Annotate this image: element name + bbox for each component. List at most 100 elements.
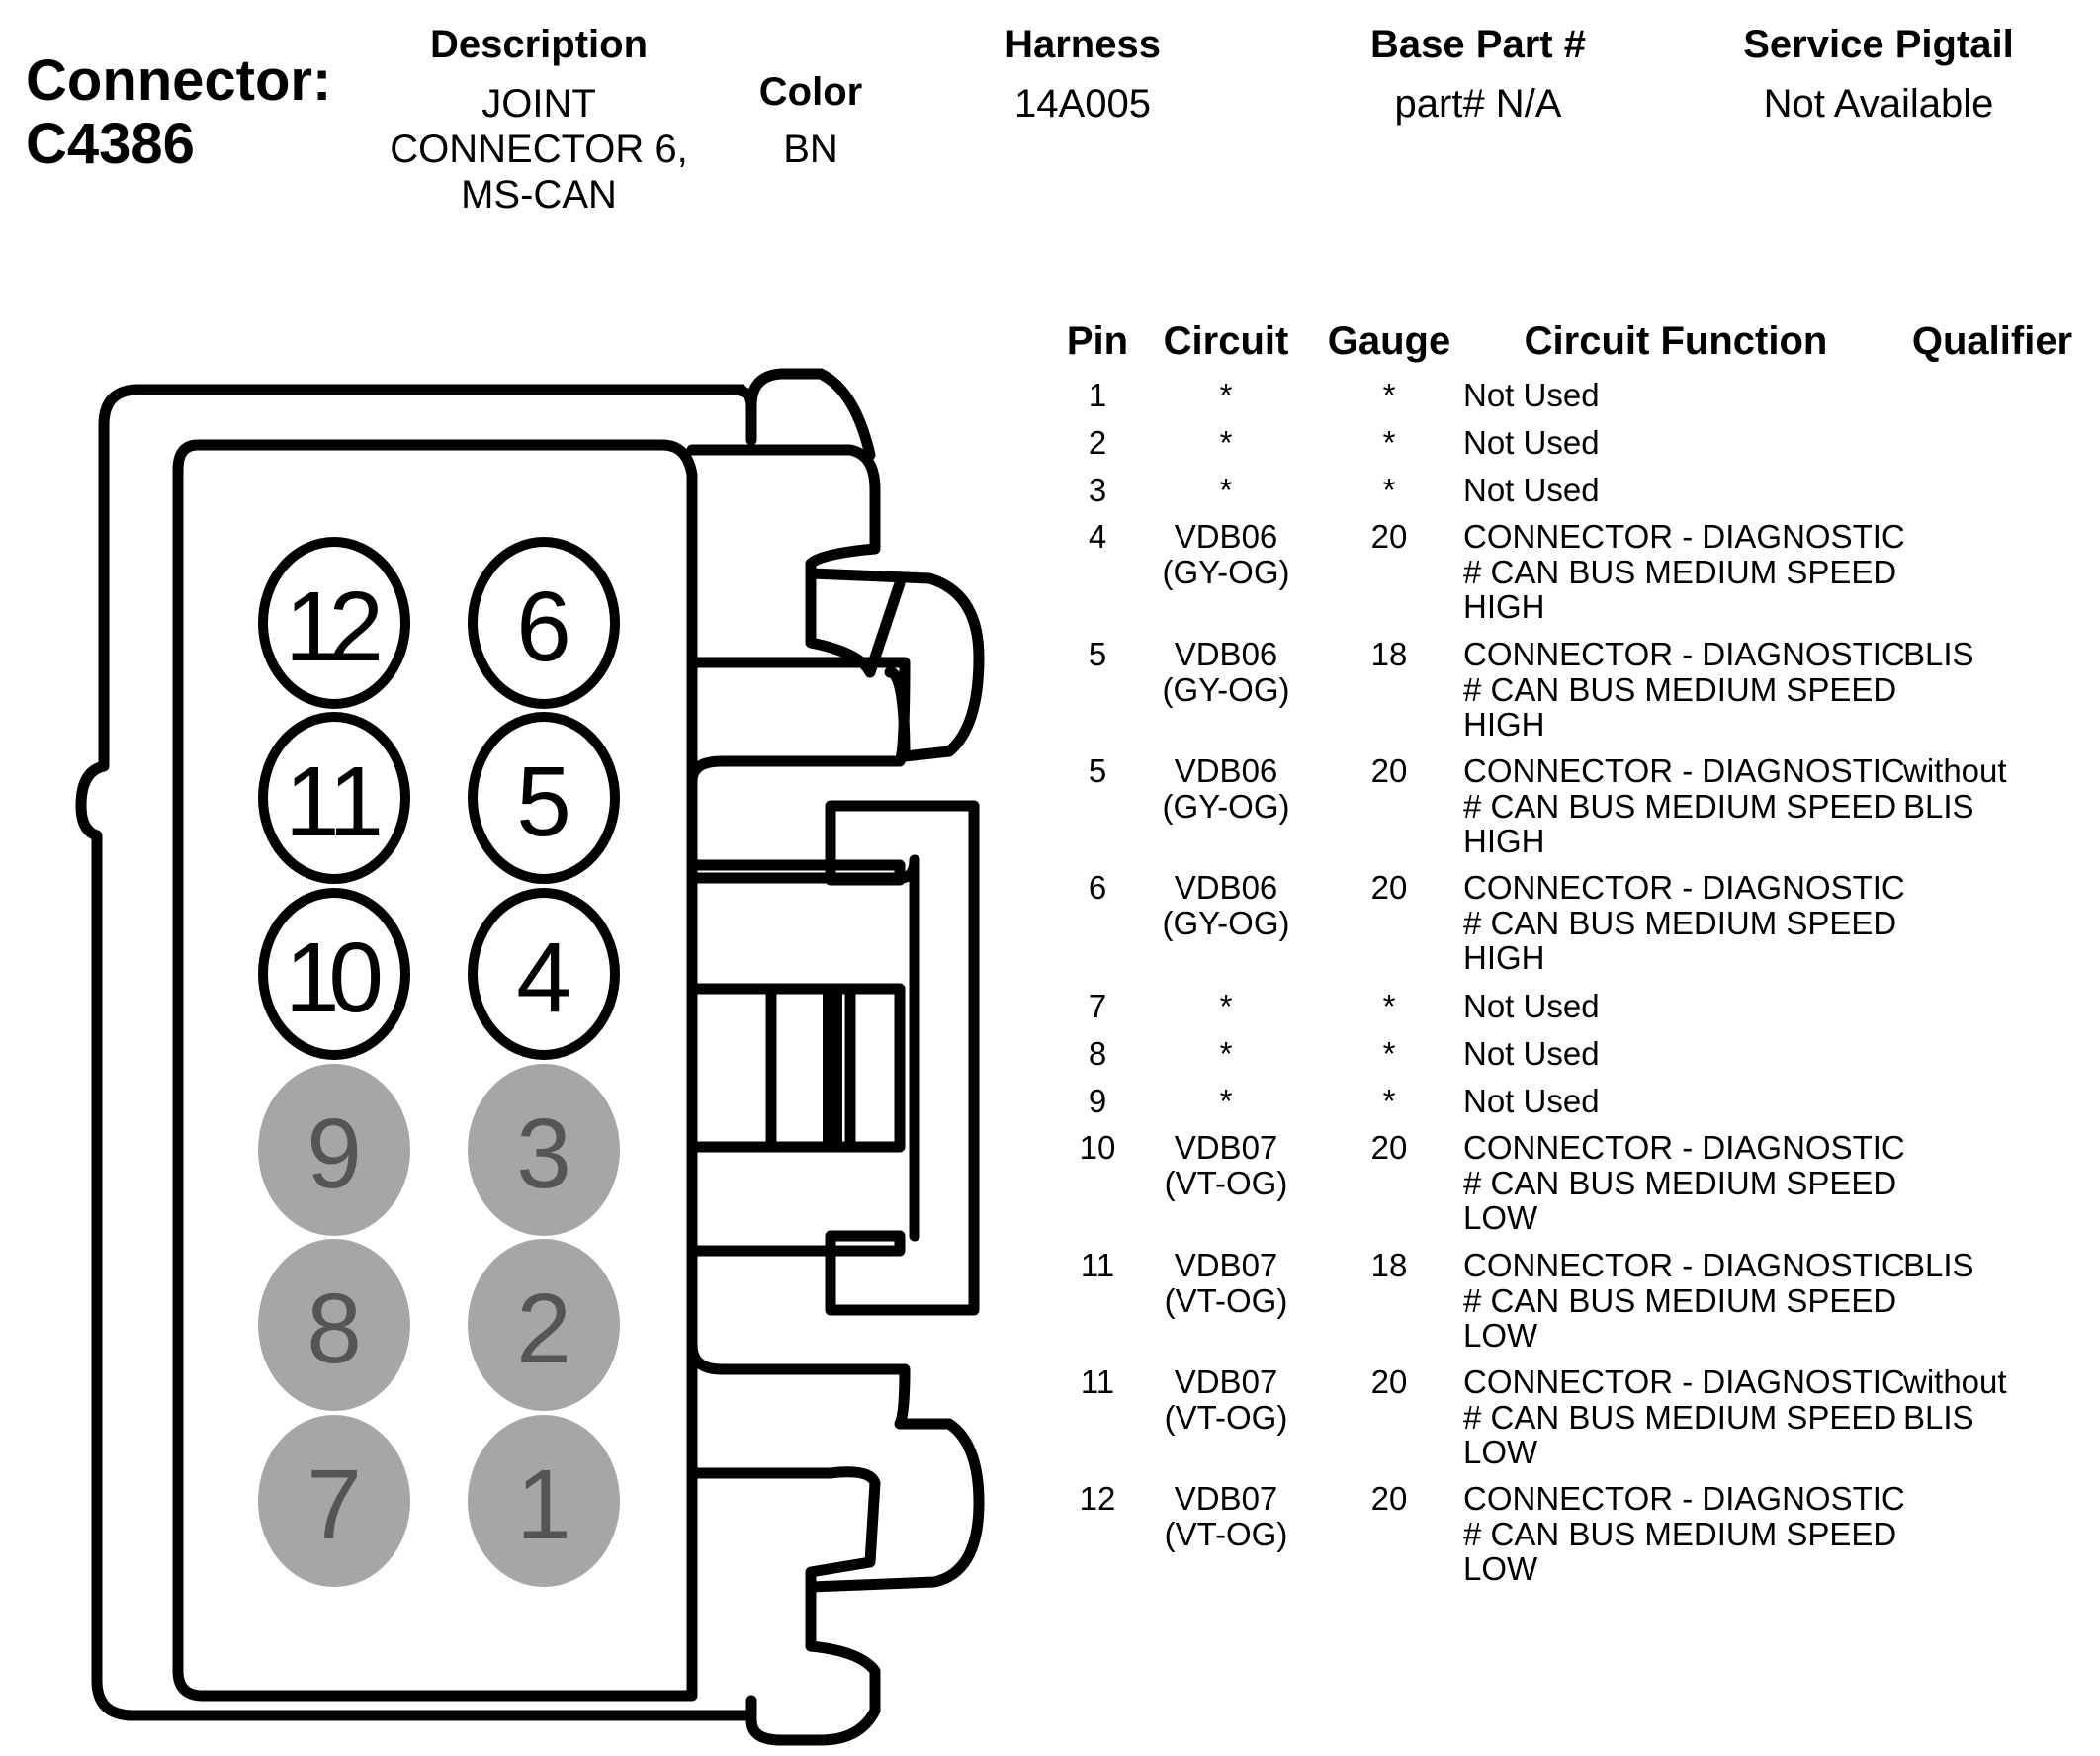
description-line: JOINT (481, 82, 596, 126)
function-cell-line: # CAN BUS MEDIUM SPEED (1463, 1398, 1897, 1436)
pin-cavity-12: 12 (258, 537, 410, 709)
circuit-cell: VDB06(GY-OG) (1147, 637, 1305, 707)
circuit-cell: VDB06(GY-OG) (1147, 519, 1305, 589)
function-cell-line: # CAN BUS MEDIUM SPEED (1463, 1515, 1897, 1552)
circuit-cell-line: (VT-OG) (1164, 1515, 1288, 1552)
circuit-cell-line: VDB07 (1174, 1480, 1278, 1517)
circuit-cell: * (1147, 425, 1305, 461)
pin-cavity-4: 4 (468, 888, 620, 1060)
circuit-cell: VDB07(VT-OG) (1147, 1481, 1305, 1551)
pin-cavity-2: 2 (468, 1239, 620, 1411)
gauge-cell: * (1382, 1083, 1396, 1119)
function-cell: CONNECTOR - DIAGNOSTIC# CAN BUS MEDIUM S… (1463, 753, 1928, 859)
column-header-circuit: Circuit (1163, 319, 1289, 363)
pin-cavity-circle (468, 537, 620, 709)
circuit-cell: * (1147, 473, 1305, 508)
pin-cavity-5: 5 (468, 712, 620, 884)
circuit-cell-line: VDB06 (1174, 636, 1278, 672)
function-cell-line: LOW (1463, 1317, 1538, 1354)
pin-cell: 6 (1088, 869, 1107, 906)
pin-cavity-label: 5 (516, 746, 571, 857)
gauge-cell: * (1382, 988, 1396, 1024)
connector-housing (75, 368, 985, 1746)
description-label: Description (429, 23, 649, 66)
pin-cavity-circle (258, 1064, 410, 1236)
circuit-cell-line: * (1219, 424, 1233, 461)
circuit-cell-line: * (1219, 377, 1233, 413)
qualifier-cell-line: BLIS (1903, 787, 1974, 825)
pin-cavity-label: 10 (285, 922, 384, 1033)
function-cell: Not Used (1463, 378, 1928, 413)
circuit-cell: * (1147, 378, 1305, 413)
function-cell: Not Used (1463, 989, 1928, 1024)
pin-cavity-label: 3 (516, 1098, 571, 1209)
function-cell-line: Not Used (1463, 377, 1600, 413)
circuit-cell-line: VDB06 (1174, 518, 1278, 555)
pin-cavity-label: 7 (306, 1449, 362, 1560)
function-cell-line: # CAN BUS MEDIUM SPEED (1463, 1281, 1897, 1319)
function-cell-line: CONNECTOR - DIAGNOSTIC (1463, 752, 1905, 789)
connector-label: Connector: (26, 48, 332, 113)
function-cell: CONNECTOR - DIAGNOSTIC# CAN BUS MEDIUM S… (1463, 1364, 1928, 1470)
gauge-cell: 20 (1370, 518, 1408, 555)
function-cell-line: Not Used (1463, 472, 1600, 508)
harness-label: Harness (1005, 23, 1161, 66)
function-cell-line: HIGH (1463, 823, 1545, 859)
circuit-cell: VDB06(GY-OG) (1147, 870, 1305, 940)
base-part-label: Base Part # (1370, 23, 1586, 66)
function-cell-line: CONNECTOR - DIAGNOSTIC (1463, 869, 1905, 906)
function-cell-line: HIGH (1463, 706, 1545, 743)
pin-cavity-circle (468, 1415, 620, 1587)
column-header-function: Circuit Function (1524, 319, 1828, 363)
pin-cavity-circle (258, 1415, 410, 1587)
circuit-cell-line: VDB06 (1174, 752, 1278, 789)
function-cell-line: LOW (1463, 1199, 1538, 1236)
circuit-cell-line: (GY-OG) (1162, 553, 1290, 590)
function-cell-line: # CAN BUS MEDIUM SPEED (1463, 787, 1897, 825)
circuit-cell-line: * (1219, 988, 1233, 1024)
circuit-cell-line: VDB07 (1174, 1247, 1278, 1283)
function-cell: CONNECTOR - DIAGNOSTIC# CAN BUS MEDIUM S… (1463, 637, 1928, 743)
pin-cell: 2 (1088, 424, 1107, 461)
gauge-cell: 18 (1370, 1247, 1408, 1283)
housing-latch-body (686, 983, 906, 1153)
function-cell-line: Not Used (1463, 988, 1600, 1024)
circuit-cell-line: * (1219, 472, 1233, 508)
function-cell-line: Not Used (1463, 424, 1600, 461)
gauge-cell: * (1382, 424, 1396, 461)
circuit-cell-line: (VT-OG) (1164, 1281, 1288, 1319)
gauge-cell: * (1382, 472, 1396, 508)
function-cell-line: CONNECTOR - DIAGNOSTIC (1463, 1480, 1905, 1517)
function-cell-line: # CAN BUS MEDIUM SPEED (1463, 1164, 1897, 1201)
function-cell-line: Not Used (1463, 1083, 1600, 1119)
function-cell-line: # CAN BUS MEDIUM SPEED (1463, 553, 1897, 590)
pin-cavity-3: 3 (468, 1064, 620, 1236)
connector-id: C4386 (26, 112, 195, 176)
circuit-cell: VDB06(GY-OG) (1147, 753, 1305, 824)
function-cell: CONNECTOR - DIAGNOSTIC# CAN BUS MEDIUM S… (1463, 1130, 1928, 1236)
function-cell: CONNECTOR - DIAGNOSTIC# CAN BUS MEDIUM S… (1463, 870, 1928, 976)
pin-cavity-9: 9 (258, 1064, 410, 1236)
column-header-qualifier: Qualifier (1911, 319, 2073, 363)
circuit-cell-line: * (1219, 1083, 1233, 1119)
function-cell-line: LOW (1463, 1434, 1538, 1470)
service-pigtail-value: Not Available (1763, 82, 1994, 126)
pin-cavity-label: 9 (306, 1098, 362, 1209)
qualifier-cell-line: BLIS (1903, 636, 1974, 672)
pin-cavity-label: 1 (516, 1449, 571, 1560)
qualifier-cell-line: BLIS (1903, 1398, 1974, 1436)
function-cell: CONNECTOR - DIAGNOSTIC# CAN BUS MEDIUM S… (1463, 519, 1928, 625)
qualifier-cell-line: BLIS (1903, 1247, 1974, 1283)
function-cell-line: LOW (1463, 1550, 1538, 1587)
circuit-cell: * (1147, 1084, 1305, 1119)
circuit-cell: * (1147, 1036, 1305, 1072)
gauge-cell: 18 (1370, 636, 1408, 672)
qualifier-cell: BLIS (1903, 637, 2091, 672)
circuit-cell: VDB07(VT-OG) (1147, 1130, 1305, 1200)
qualifier-cell-line: without (1903, 1363, 2007, 1400)
housing-bottom-profile (686, 1250, 985, 1746)
pin-cavity-circle (468, 712, 620, 884)
